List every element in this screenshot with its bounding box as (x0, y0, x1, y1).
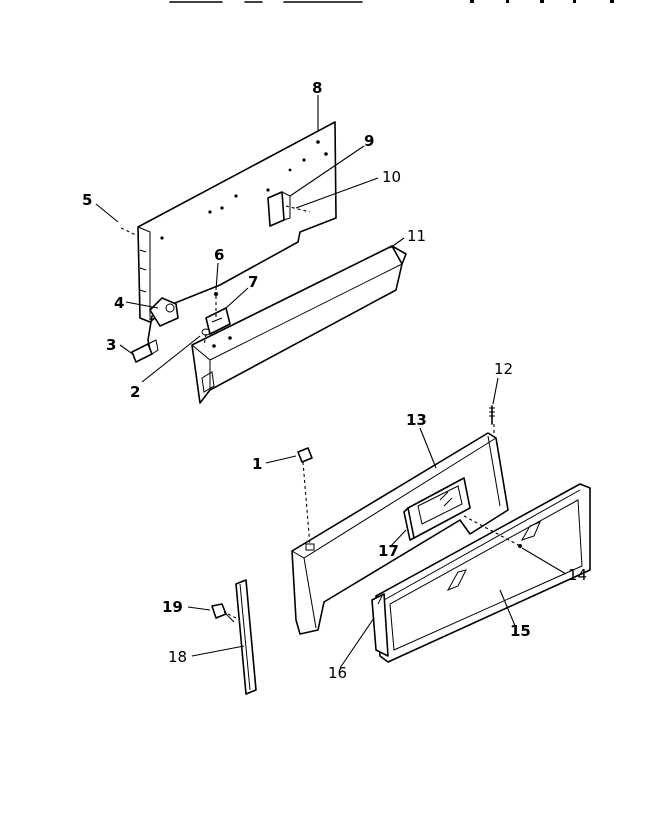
part-18-side-trim (235, 579, 257, 695)
callout-19: 19 (162, 598, 183, 616)
callout-13: 13 (406, 411, 427, 429)
part-3-connector (131, 339, 159, 363)
callout-16: 16 (328, 664, 347, 682)
callout-labels: 8 9 10 5 11 6 7 4 3 2 12 13 1 17 14 15 1… (82, 79, 587, 682)
callout-11: 11 (407, 227, 426, 245)
part-9-clip (267, 191, 291, 227)
callout-7: 7 (248, 273, 258, 291)
callout-8: 8 (312, 79, 322, 97)
callout-15: 15 (510, 622, 531, 640)
callout-3: 3 (106, 336, 116, 354)
callout-1: 1 (252, 455, 262, 473)
assembly-lines (120, 205, 521, 621)
callout-10: 10 (382, 168, 401, 186)
callout-18: 18 (168, 648, 187, 666)
part-8-back-panel (137, 121, 337, 323)
part-6-screw (214, 292, 218, 296)
callout-12: 12 (494, 360, 513, 378)
callout-14: 14 (568, 566, 587, 584)
part-7-switch (205, 307, 231, 335)
callout-17: 17 (378, 542, 399, 560)
leader-lines (95, 95, 567, 669)
callout-6: 6 (214, 246, 224, 264)
callout-2: 2 (130, 383, 140, 401)
part-19-connector (211, 603, 235, 623)
part-15-front-panel (375, 483, 591, 663)
part-14-screw (518, 544, 522, 548)
part-12-screw (489, 405, 495, 425)
callout-4: 4 (114, 294, 124, 312)
part-1-clip (297, 447, 313, 463)
header-fragments (169, 0, 614, 3)
part-4-bracket (147, 297, 179, 351)
part-17-display-module (403, 477, 471, 541)
callout-5: 5 (82, 191, 92, 209)
callout-9: 9 (364, 132, 374, 150)
part-16-overlay (371, 593, 389, 657)
